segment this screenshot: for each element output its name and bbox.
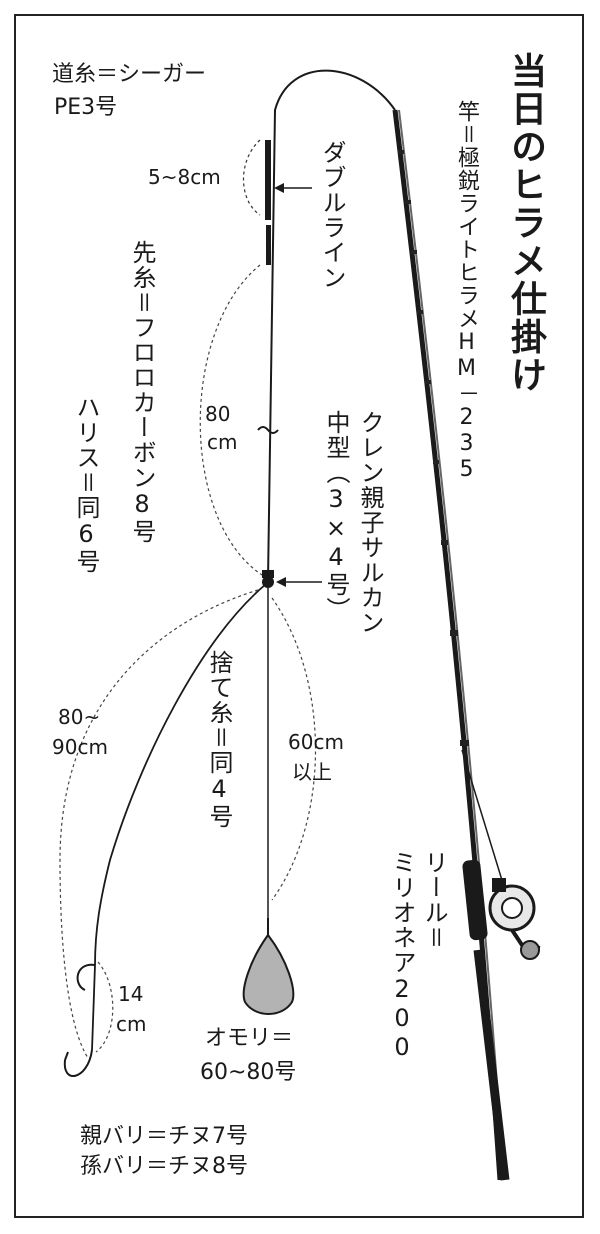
fishing-rod <box>392 109 510 1181</box>
reel-label-2: ミリオネア200 <box>388 850 416 1062</box>
harisu-span <box>59 589 259 1059</box>
mago-hook-label: 孫バリ＝チヌ8号 <box>80 1154 248 1179</box>
reel-seat <box>462 859 488 941</box>
sinker-label-2: 60~80号 <box>200 1060 297 1085</box>
swivel-label-2: 中型（3×4号） <box>322 410 350 622</box>
hook-gap-span <box>95 961 114 1053</box>
double-line-length: 5~8cm <box>148 165 221 189</box>
harisu-line <box>91 583 267 1051</box>
leader-label: 先糸＝フロロカーボン8号 <box>128 240 156 544</box>
sute-length-2: 以上 <box>292 760 332 784</box>
main-line-label-2: PE3号 <box>54 95 118 120</box>
main-line <box>267 69 396 581</box>
oya-hook-icon <box>63 1049 93 1077</box>
reel-label-1: リール＝ <box>420 850 448 950</box>
line-break-mark <box>257 426 279 434</box>
harisu-length-1: 80~ <box>58 705 101 729</box>
harisu-length-2: 90cm <box>52 735 108 759</box>
rod-grip <box>473 949 510 1181</box>
hook-gap-1: 14 <box>118 982 144 1006</box>
mago-hook-icon <box>76 963 96 991</box>
double-line-arrowhead <box>274 183 284 193</box>
hook-gap-2: cm <box>116 1012 147 1036</box>
double-line-label: ダブルライン <box>318 140 346 290</box>
double-line-span <box>242 139 261 216</box>
sinker-label-1: オモリ＝ <box>205 1026 294 1051</box>
reel-icon <box>461 749 541 960</box>
double-line <box>265 140 271 265</box>
diagram-frame <box>14 14 584 1218</box>
leader-length-2: cm <box>207 430 238 454</box>
sute-line-label: 捨て糸＝同4号 <box>205 650 233 829</box>
oya-hook-label: 親バリ＝チヌ7号 <box>80 1124 248 1149</box>
rod-guides <box>398 150 469 746</box>
swivel-label-1: クレン親子サルカン <box>356 410 384 635</box>
leader-span <box>199 264 263 576</box>
diagram-title: 当日のヒラメ仕掛け <box>505 52 546 394</box>
leader-length-1: 80 <box>205 402 231 426</box>
main-line-label-1: 道糸＝シーガー <box>52 62 207 87</box>
sinker-icon <box>242 918 295 1015</box>
harisu-label: ハリス＝同6号 <box>72 395 100 574</box>
rod-label: 竿＝極鋭ライトヒラメHM－235 <box>454 100 479 483</box>
swivel-arrowhead <box>276 577 286 587</box>
sute-length-1: 60cm <box>288 730 344 754</box>
